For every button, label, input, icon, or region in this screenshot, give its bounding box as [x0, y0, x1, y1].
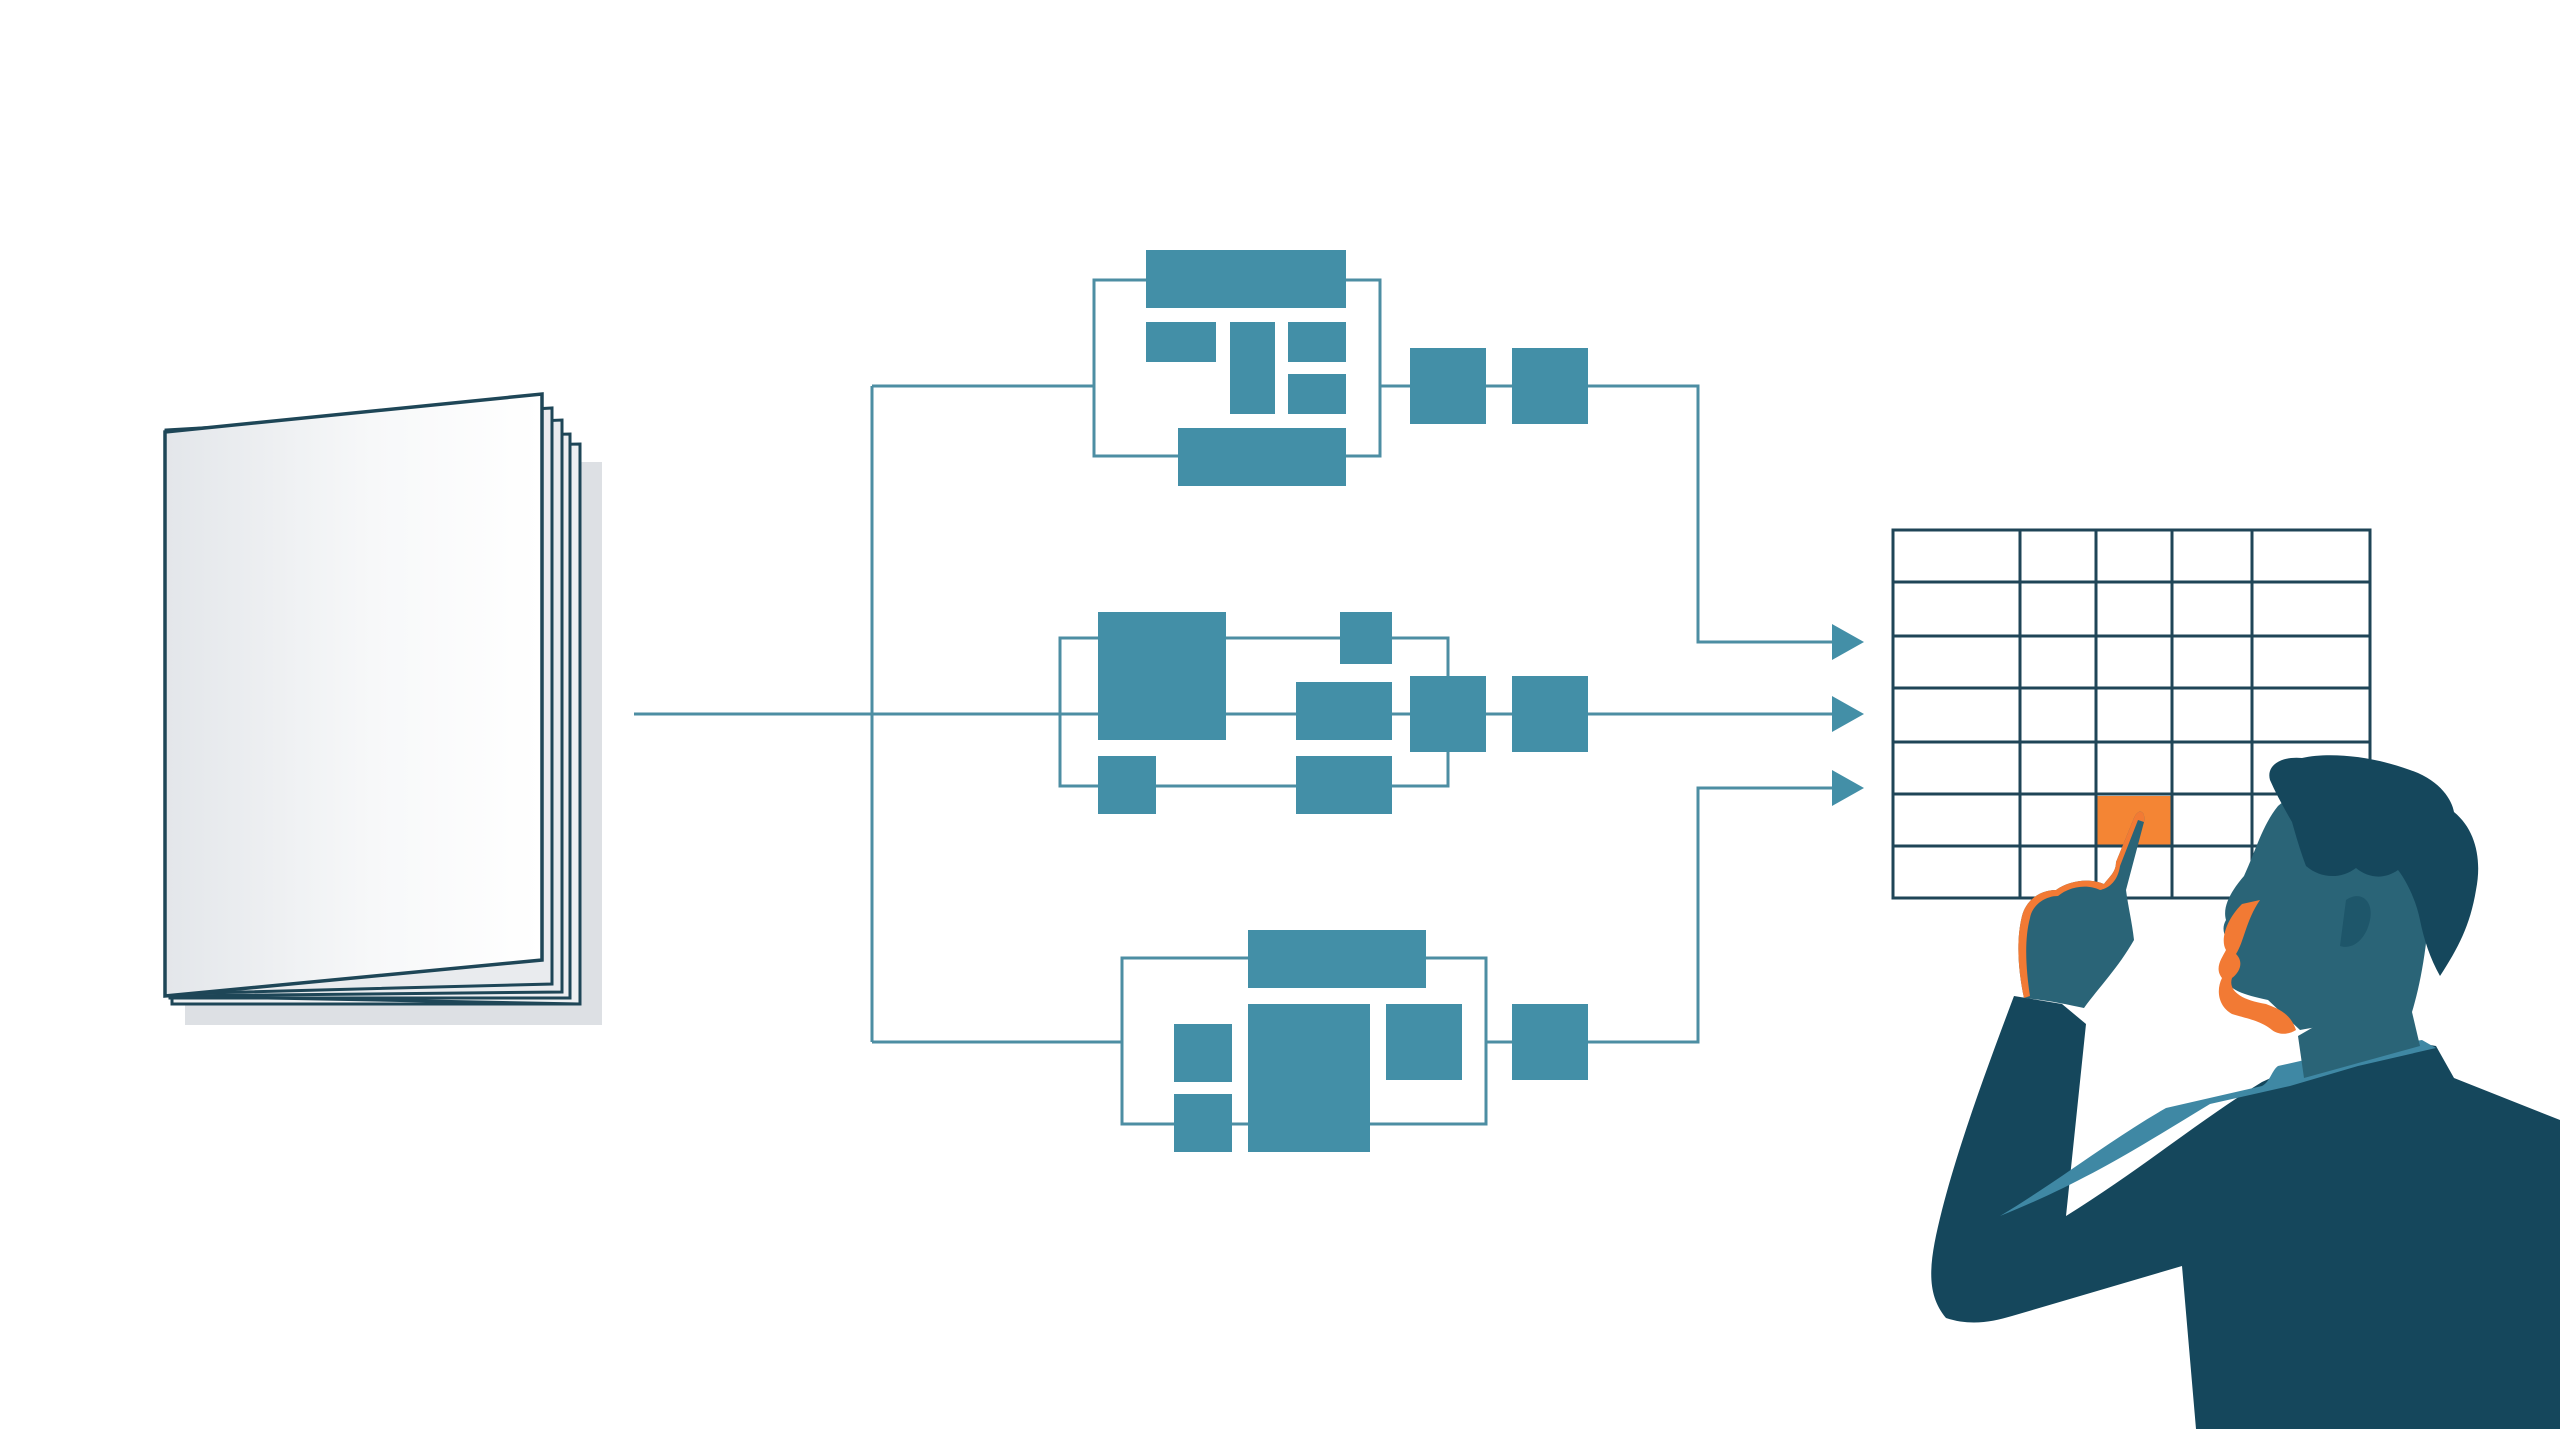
person-hand — [2018, 811, 2145, 1008]
block — [1386, 1004, 1462, 1080]
block — [1146, 322, 1216, 362]
arrow-right-icon — [1832, 624, 1864, 660]
person-pointing-icon — [1931, 755, 2560, 1429]
block — [1174, 1024, 1232, 1082]
person-collar — [2000, 1040, 2436, 1216]
block — [1512, 676, 1588, 752]
block — [1288, 374, 1346, 414]
pipeline-middle — [1058, 612, 1588, 814]
block — [1248, 930, 1426, 988]
pipeline-top — [1092, 250, 1588, 486]
document-stack-icon — [163, 392, 602, 1025]
block — [1146, 250, 1346, 308]
block — [1098, 612, 1226, 740]
person-profile-accent — [2218, 900, 2296, 1034]
block — [1512, 1004, 1588, 1080]
block — [1410, 676, 1486, 752]
person-hand-accent — [2018, 811, 2145, 998]
output-top-line — [1588, 384, 1836, 644]
document-bottom-edge — [164, 994, 581, 1006]
block — [1178, 428, 1346, 486]
arrow-right-icon — [1832, 770, 1864, 806]
block — [1288, 322, 1346, 362]
block — [1512, 348, 1588, 424]
block — [1230, 322, 1275, 414]
block — [1340, 612, 1392, 664]
grid-border — [1891, 528, 2372, 900]
block — [1174, 1094, 1232, 1152]
block — [1296, 682, 1392, 740]
arrowheads — [1832, 624, 1864, 806]
pipeline-bottom — [1120, 930, 1588, 1152]
block — [1248, 1004, 1370, 1152]
person-suit — [1931, 996, 2560, 1429]
arrow-right-icon — [1832, 696, 1864, 732]
block — [1098, 756, 1156, 814]
output-bottom-line — [1588, 786, 1836, 1044]
person-hair — [2269, 755, 2479, 976]
document-cover — [163, 392, 544, 998]
block — [1296, 756, 1392, 814]
block — [1410, 348, 1486, 424]
connector-lines — [634, 384, 1836, 1044]
person-ear — [2340, 896, 2371, 947]
